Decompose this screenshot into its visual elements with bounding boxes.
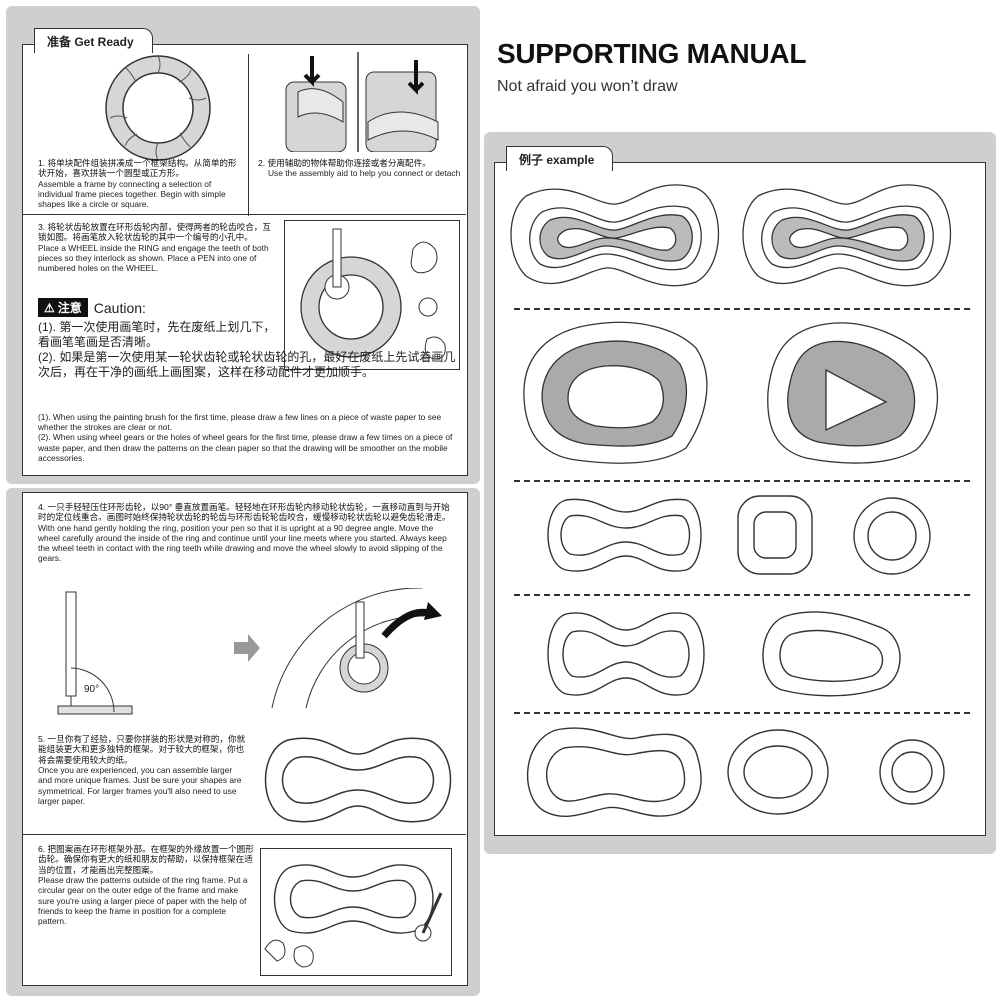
wheel-in-ring-illustration	[300, 228, 446, 360]
step1-cn: 1. 将单块配件组装拼凑成一个框架结构。从简单的形状开始，喜欢拼装一个圆型或正方…	[38, 158, 237, 179]
step6-text: 6. 把图案画在环形框架外部。在框架的外缘放置一个圆形齿轮。确保你有更大的纸和朋…	[38, 844, 254, 926]
step2-text: 2. 使用辅助的物体帮助你连接或者分离配件。 Use the assembly …	[258, 158, 464, 179]
caution-cn2: (2). 如果是第一次使用某一轮状齿轮或轮状齿轮的孔，最好在废纸上先试着画几次后…	[38, 350, 458, 379]
assembly-aid-illustration	[285, 52, 439, 152]
step1-text: 1. 将单块配件组装拼凑成一个框架结构。从简单的形状开始，喜欢拼装一个圆型或正方…	[38, 158, 244, 209]
step6-illustration-box	[260, 848, 452, 976]
outer-gear-illustration	[264, 864, 443, 968]
section-divider-2	[22, 834, 466, 835]
caution-label: Caution:	[93, 299, 146, 316]
step3-cn: 3. 将轮状齿轮放置在环形齿轮内部，使得两者的轮齿咬合，互锁如图。将画笔放入轮状…	[38, 222, 271, 243]
step5-cn: 5. 一旦你有了经验，只要你拼装的形状是对称的，你就能组装更大和更多独特的框架。…	[38, 734, 246, 765]
step6-en: Please draw the patterns outside of the …	[38, 875, 248, 927]
example-divider-2	[514, 480, 970, 482]
step6-cn: 6. 把图案画在环形框架外部。在框架的外缘放置一个圆形齿轮。确保你有更大的纸和朋…	[38, 844, 254, 875]
pen-angle-illustration: 90°	[57, 588, 442, 715]
example-panel: 例子 example	[484, 132, 996, 854]
example-row-2	[523, 321, 939, 464]
example-row-1	[510, 184, 952, 287]
example-row-3	[547, 495, 931, 575]
caution1-en: (1). When using the painting brush for t…	[38, 412, 442, 433]
example-row-4	[547, 611, 901, 697]
step5-text: 5. 一旦你有了经验，只要你拼装的形状是对称的，你就能组装更大和更多独特的框架。…	[38, 734, 248, 806]
angle-label: 90°	[84, 684, 99, 695]
caution2-cn: (2). 如果是第一次使用某一轮状齿轮或轮状齿轮的孔，最好在废纸上先试着画几次后…	[38, 350, 456, 379]
step3-en: Place a WHEEL inside the RING and engage…	[38, 242, 269, 274]
ring-frame-illustration	[105, 55, 211, 161]
caution1-cn: (1). 第一次使用画笔时，先在废纸上划几下，看画笔笔画是否清晰。	[38, 320, 276, 349]
step3-text: 3. 将轮状齿轮放置在环形齿轮内部，使得两者的轮齿咬合，互锁如图。将画笔放入轮状…	[38, 222, 274, 273]
get-ready-panel: 准备 Get Ready 1. 将单块配件组装拼凑成一个框架结构。从简单的形状开…	[6, 6, 480, 484]
page-subtitle: Not afraid you won’t draw	[497, 78, 678, 95]
caution-cn: (1). 第一次使用画笔时，先在废纸上划几下，看画笔笔画是否清晰。	[38, 320, 282, 349]
caution2-en: (2). When using wheel gears or the holes…	[38, 432, 453, 463]
step4-en: With one hand gently holding the ring, p…	[38, 522, 447, 564]
warning-icon: ⚠	[44, 300, 55, 315]
caution-badge: ⚠ 注意	[38, 298, 88, 317]
example-tab: 例子 example	[506, 146, 614, 171]
example-divider-1	[514, 308, 970, 310]
step4-text: 4. 一只手轻轻压住环形齿轮，以90° 垂直放置画笔。轻轻地在环形齿轮内移动轮状…	[38, 502, 456, 564]
page-title: SUPPORTING MANUAL	[497, 38, 807, 69]
get-ready-tab: 准备 Get Ready	[34, 28, 153, 53]
step4-cn: 4. 一只手轻轻压住环形齿轮，以90° 垂直放置画笔。轻轻地在环形齿轮内移动轮状…	[38, 502, 451, 523]
step5-en: Once you are experienced, you can assemb…	[38, 765, 242, 806]
example-divider-4	[514, 712, 970, 714]
caution-header: ⚠ 注意 Caution:	[38, 298, 146, 317]
caution-en: (1). When using the painting brush for t…	[38, 412, 462, 463]
example-row-5	[527, 727, 945, 817]
step2-cn: 2. 使用辅助的物体帮助你连接或者分离配件。	[258, 158, 431, 168]
example-divider-3	[514, 594, 970, 596]
step2-en: Use the assembly aid to help you connect…	[268, 168, 461, 179]
steps-panel: 4. 一只手轻轻压住环形齿轮，以90° 垂直放置画笔。轻轻地在环形齿轮内移动轮状…	[6, 488, 480, 996]
step1-en: Assemble a frame by connecting a selecti…	[38, 178, 226, 210]
column-divider	[248, 54, 249, 216]
section-divider	[22, 214, 466, 215]
step3-illustration-box	[284, 220, 460, 370]
figure-eight-frame	[264, 737, 452, 823]
